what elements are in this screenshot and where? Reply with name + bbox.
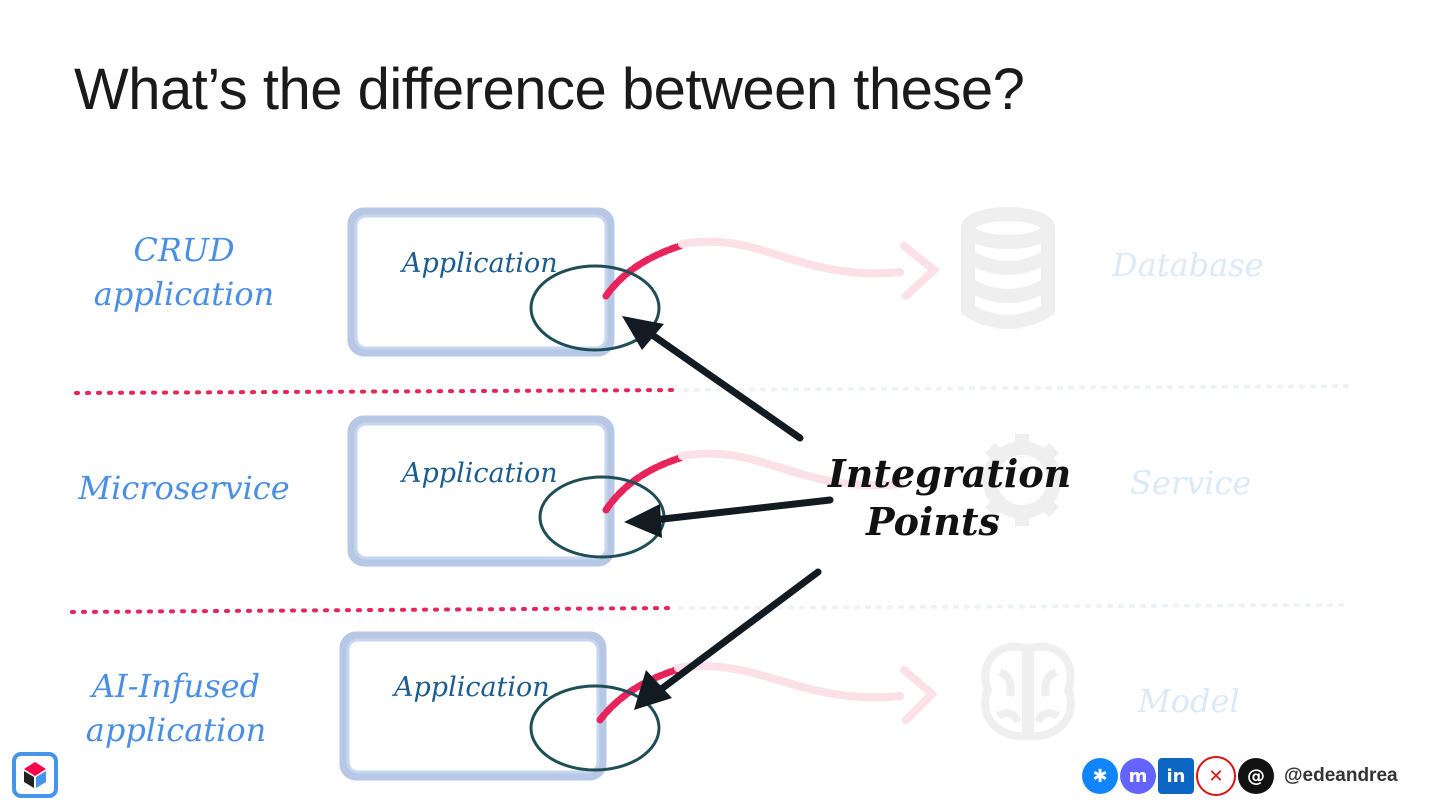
mastodon-icon[interactable]: m: [1120, 758, 1156, 794]
integration-link: [596, 666, 680, 724]
pointer-arrowhead: [634, 670, 672, 710]
pointer-arrowhead: [624, 504, 662, 538]
application-label: Application: [402, 248, 558, 279]
x-icon[interactable]: ✕: [1196, 756, 1236, 796]
row-label-line1: AI-Infused: [91, 667, 261, 705]
flow-arrow-faded: [678, 237, 904, 278]
target-label-service: Service: [1130, 464, 1252, 502]
application-label: Application: [402, 458, 558, 489]
row-label-line1: Microservice: [78, 469, 290, 507]
integration-points-line1: Integration: [828, 451, 1072, 496]
integration-link: [602, 454, 684, 514]
row-label-crud: CRUD application: [84, 228, 284, 316]
row-label-microservice: Microservice: [74, 466, 294, 510]
integration-points-line2: Points: [866, 499, 1000, 544]
pointer-arrowhead: [622, 316, 664, 350]
pointer-arrow: [644, 328, 804, 442]
integration-circle: [529, 684, 661, 772]
gear-icon: [976, 434, 1068, 526]
row-label-line1: CRUD: [133, 231, 235, 269]
row-label-ai-infused: AI-Infused application: [76, 664, 276, 752]
application-box: [347, 207, 615, 357]
flow-arrow-faded: [674, 662, 904, 702]
slide-title: What’s the difference between these?: [74, 57, 1025, 122]
quarkus-logo-icon: [12, 752, 58, 798]
row-separator: [70, 606, 678, 614]
target-label-database: Database: [1112, 246, 1264, 284]
application-box: [339, 631, 607, 781]
pointer-arrow: [656, 568, 822, 694]
row-separator-faded: [683, 384, 1352, 392]
integration-circle: [529, 264, 661, 352]
application-box: [347, 415, 615, 567]
row-separator: [74, 388, 682, 395]
social-handle: @edeandrea: [1284, 765, 1398, 786]
application-label: Application: [394, 672, 550, 703]
social-links: ✱ m in ✕ @ @edeandrea: [1082, 756, 1398, 796]
pointer-arrow: [650, 496, 834, 524]
integration-link: [602, 242, 684, 300]
bluesky-icon[interactable]: ✱: [1082, 758, 1118, 794]
flow-arrow-faded: [678, 449, 904, 490]
integration-points-label: Integration Points: [828, 450, 1072, 546]
target-label-model: Model: [1138, 682, 1240, 720]
row-label-line2: application: [85, 711, 267, 749]
row-separator-faded: [678, 603, 1348, 610]
database-icon: [961, 207, 1055, 329]
brain-icon: [981, 642, 1075, 741]
linkedin-icon[interactable]: in: [1158, 758, 1194, 794]
threads-icon[interactable]: @: [1238, 758, 1274, 794]
row-label-line2: application: [93, 275, 275, 313]
